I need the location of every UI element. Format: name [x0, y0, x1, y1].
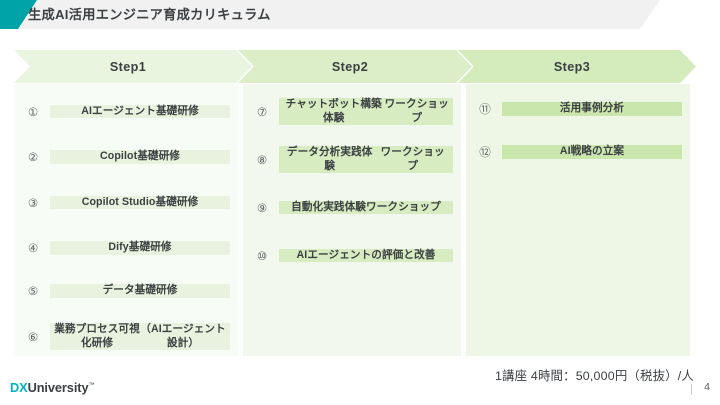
curriculum-item-row[interactable]: ⑩ AIエージェントの評価と改善 [251, 236, 453, 275]
step-header-step3[interactable]: Step3 [458, 50, 696, 83]
curriculum-item-label[interactable]: Copilot基礎研修 [50, 150, 230, 164]
curriculum-item-row[interactable]: ⑤ データ基礎研修 [22, 274, 230, 308]
step3-column-background [466, 84, 690, 356]
step1-column-background [14, 84, 238, 356]
curriculum-item-label[interactable]: Dify基礎研修 [50, 241, 230, 255]
curriculum-item-row[interactable]: ④ Dify基礎研修 [22, 231, 230, 265]
curriculum-item-label[interactable]: AIエージェントの評価と改善 [279, 248, 453, 263]
step-header-step2[interactable]: Step2 [238, 50, 472, 83]
curriculum-item-number: ⑦ [256, 104, 268, 119]
curriculum-item-label[interactable]: チャットボット構築体験ワークショップ [279, 97, 453, 126]
curriculum-item-label[interactable]: データ基礎研修 [50, 284, 230, 298]
curriculum-item-number: ⑤ [27, 284, 39, 298]
curriculum-item-number: ⑧ [256, 152, 268, 167]
curriculum-item-number: ⑥ [27, 329, 39, 344]
curriculum-item-number: ⑪ [479, 102, 491, 116]
curriculum-item-row[interactable]: ⑧ データ分析実践体験ワークショップ [251, 140, 453, 179]
curriculum-item-number: ② [27, 150, 39, 164]
curriculum-item-row[interactable]: ① AIエージェント基礎研修 [22, 92, 230, 131]
step-header-label: Step1 [109, 59, 147, 74]
step2-column-background [243, 84, 461, 356]
page-number: 4 [704, 381, 710, 393]
curriculum-item-number: ⑨ [256, 200, 268, 215]
curriculum-item-number: ⑫ [479, 145, 491, 159]
curriculum-item-number: ⑩ [256, 248, 268, 263]
logo-dx-text: DX [10, 380, 28, 395]
logo-trademark-icon: ™ [88, 382, 95, 389]
curriculum-item-row[interactable]: ② Copilot基礎研修 [22, 140, 230, 174]
step-header-label: Step3 [553, 59, 591, 74]
curriculum-item-number: ③ [27, 195, 39, 210]
curriculum-item-row[interactable]: ⑪ 活用事例分析 [474, 92, 682, 126]
price-note: 1講座 4時間：50,000円（税抜）/人 [494, 369, 694, 383]
page-number-divider [691, 384, 692, 395]
curriculum-item-label[interactable]: 活用事例分析 [502, 102, 682, 116]
curriculum-item-number: ① [27, 104, 39, 119]
logo-university-text: University [27, 380, 89, 395]
curriculum-item-row[interactable]: ⑥ 業務プロセス可視化研修（AIエージェント設計） [22, 317, 230, 356]
curriculum-item-label[interactable]: AI戦略の立案 [502, 145, 682, 159]
brand-logo: DXUniversity™ [10, 380, 94, 395]
curriculum-item-label[interactable]: データ分析実践体験ワークショップ [279, 145, 453, 174]
curriculum-item-label[interactable]: 自動化実践体験ワークショップ [279, 200, 453, 215]
step-header-label: Step2 [331, 59, 369, 74]
curriculum-item-row[interactable]: ⑫ AI戦略の立案 [474, 135, 682, 169]
curriculum-item-row[interactable]: ⑦ チャットボット構築体験ワークショップ [251, 92, 453, 131]
curriculum-item-label[interactable]: 業務プロセス可視化研修（AIエージェント設計） [50, 322, 230, 351]
curriculum-item-row[interactable]: ⑨ 自動化実践体験ワークショップ [251, 188, 453, 227]
curriculum-item-label[interactable]: AIエージェント基礎研修 [50, 104, 230, 119]
page-title: 生成AI活用エンジニア育成カリキュラム [28, 7, 271, 22]
curriculum-item-number: ④ [27, 241, 39, 255]
header-band [0, 0, 660, 29]
step-header-step1[interactable]: Step1 [14, 50, 252, 83]
